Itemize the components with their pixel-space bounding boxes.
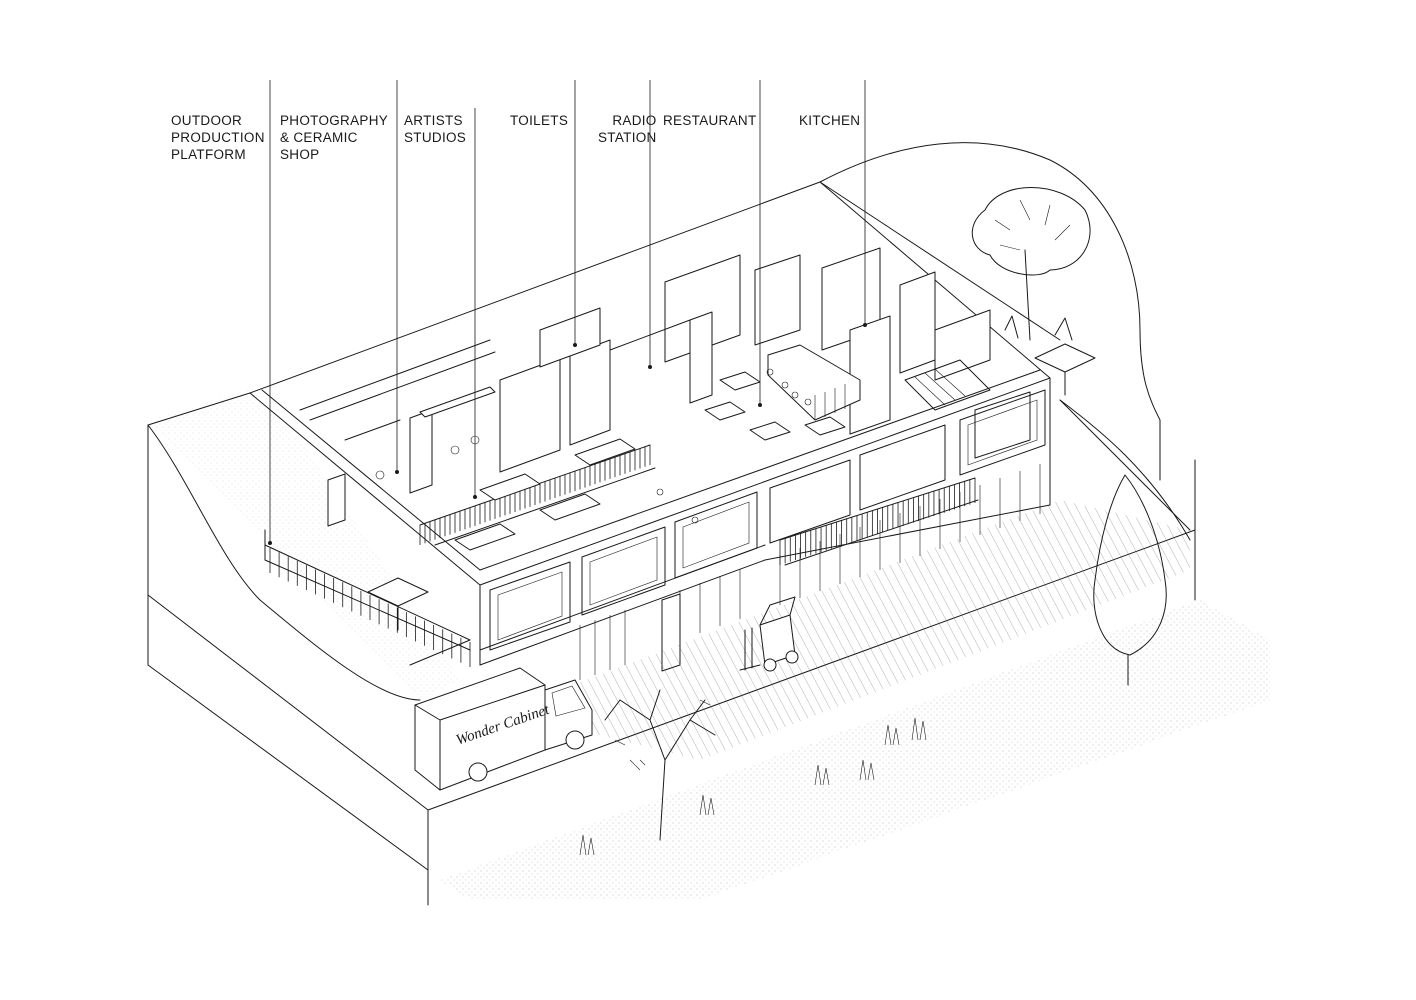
stair [904,359,1031,459]
leader-lines [268,80,867,545]
tree-large [971,187,1091,341]
delivery-truck: Wonder Cabinet [414,667,593,791]
interior-walls [299,247,991,527]
tree-bare [604,689,716,841]
label-kitchen: KITCHEN [799,113,861,128]
furniture [367,315,1096,631]
ground-stipple [150,390,1270,900]
forklift [739,596,799,672]
site-block [147,392,1196,906]
label-restaurant: RESTAURANT [663,113,757,128]
building-envelope [249,181,1051,666]
shrubs [579,717,927,856]
deck [560,399,1191,760]
tree-conifer [1093,474,1167,686]
restaurant-bar [767,344,861,421]
railing-bars [269,445,976,667]
hill-outline [819,142,1161,481]
label-toilets: TOILETS [510,113,569,128]
